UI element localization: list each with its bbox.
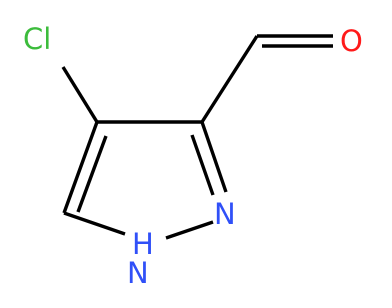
bond-c5-n1 [63,211,126,236]
bond-n2-c3-1 [200,121,228,193]
bond-c4-c5-2 [76,135,108,213]
bond-c4-c5-1 [62,121,99,214]
oxygen-atom-label: O [340,24,363,58]
bond-n2-c3-2 [190,134,215,196]
chlorine-atom-label: Cl [23,22,51,56]
nh-nitrogen-label: N [127,256,149,290]
bond-n1-n2 [165,220,214,240]
nh-hydrogen-label: H [132,227,154,261]
nitrogen-atom-label: N [214,197,236,231]
bond-c4-cl [61,66,99,123]
bond-c3-cho [200,35,259,123]
